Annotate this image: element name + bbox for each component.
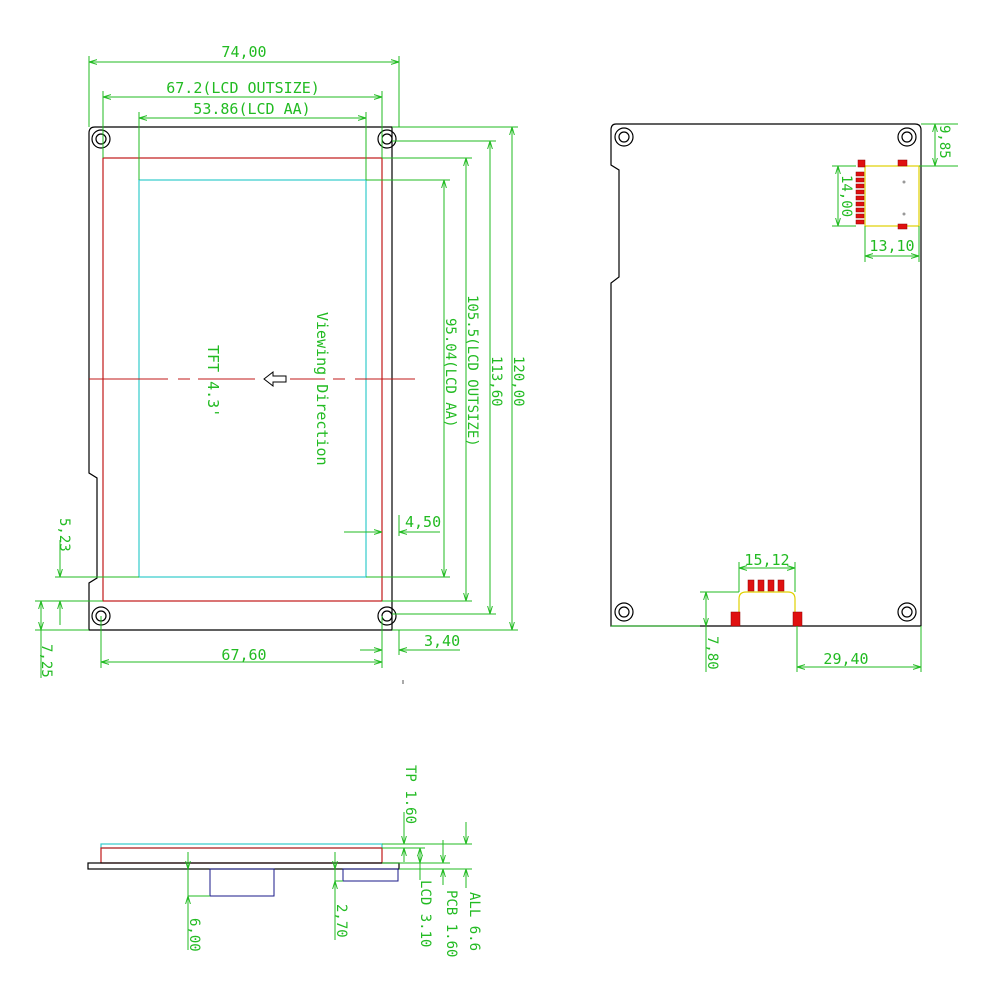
- dim-depth-b: 2,70: [333, 852, 349, 940]
- dim-side-offset: 4,50: [344, 513, 441, 536]
- svg-text:PCB 1.60: PCB 1.60: [443, 890, 459, 957]
- svg-text:7,25: 7,25: [38, 644, 54, 678]
- dim-pcb-height: 113,60: [392, 140, 504, 615]
- svg-text:TP 1.60: TP 1.60: [402, 765, 418, 824]
- svg-text:14,00: 14,00: [838, 175, 854, 217]
- svg-text:105.5(LCD OUTSIZE): 105.5(LCD OUTSIZE): [464, 295, 480, 447]
- dim-fpc-height: 7,80: [611, 591, 739, 672]
- back-mounting-holes: [614, 127, 917, 622]
- dim-lcd-outsize-height: 105.5(LCD OUTSIZE): [382, 157, 480, 602]
- dim-fpc-width: 15,12: [738, 551, 796, 592]
- lcd-layer: [100, 847, 383, 864]
- viewing-direction-label: Viewing Direction: [313, 312, 331, 466]
- side-connector: [855, 159, 920, 230]
- pcb-layer: [87, 862, 400, 870]
- front-mounting-holes: [91, 129, 397, 626]
- back-view: 9,85 14,00 13,10 15,12: [610, 123, 958, 672]
- svg-text:6,00: 6,00: [186, 918, 202, 952]
- viewing-direction-arrow-icon: [263, 370, 287, 388]
- fpc-connector: [730, 579, 803, 627]
- dim-depth-a: 6,00: [186, 852, 210, 952]
- dim-overall-height: 120,00: [392, 126, 526, 631]
- svg-text:5,23: 5,23: [56, 518, 72, 552]
- dim-hole-offset-horizontal: 3,40: [360, 630, 460, 655]
- dim-conn-height: 14,00: [832, 165, 856, 227]
- dim-hole-spacing: 67,60: [100, 616, 383, 668]
- svg-text:4,50: 4,50: [405, 513, 441, 531]
- dim-tp: TP 1.60: [382, 765, 425, 862]
- lcd-aa-width-text: 53.86(LCD AA): [193, 100, 310, 118]
- svg-text:113,60: 113,60: [488, 356, 504, 407]
- svg-text:95.04(LCD AA): 95.04(LCD AA): [442, 318, 458, 428]
- dim-all-thickness: ALL 6.6: [382, 822, 482, 951]
- svg-text:67.2(LCD OUTSIZE): 67.2(LCD OUTSIZE): [166, 79, 320, 97]
- dim-lcd-aa-width: 53.86(LCD AA): [138, 100, 367, 180]
- front-view: TFT 4.3' Viewing Direction 74,00 67.2(LC…: [35, 43, 526, 678]
- component-large: [209, 868, 275, 897]
- dim-fpc-offset: 29,40: [796, 626, 922, 672]
- svg-text:ALL 6.6: ALL 6.6: [466, 892, 482, 951]
- svg-text:2,70: 2,70: [333, 904, 349, 938]
- svg-text:15,12: 15,12: [744, 551, 789, 569]
- svg-text:13,10: 13,10: [869, 237, 914, 255]
- svg-text:LCD 3.10: LCD 3.10: [417, 880, 433, 947]
- svg-text:29,40: 29,40: [823, 650, 868, 668]
- component-small: [342, 868, 399, 882]
- svg-text:9,85: 9,85: [936, 125, 952, 159]
- svg-text:67,60: 67,60: [221, 646, 266, 664]
- side-view: 6,00 2,70 TP 1.60 LCD 3.10 PCB: [87, 765, 482, 957]
- svg-text:120,00: 120,00: [510, 356, 526, 407]
- dim-lcd-outsize-width: 67.2(LCD OUTSIZE): [102, 79, 383, 158]
- svg-text:74,00: 74,00: [221, 43, 266, 61]
- svg-text:7,80: 7,80: [704, 636, 720, 670]
- svg-text:3,40: 3,40: [424, 632, 460, 650]
- dim-lcd-aa-height: 95.04(LCD AA): [366, 179, 458, 578]
- dim-conn-width: 13,10: [864, 226, 920, 262]
- dim-conn-offset: 9,85: [919, 123, 958, 167]
- dim-overall-width: 74,00: [88, 43, 400, 127]
- back-pcb-outline: [610, 123, 922, 627]
- dim-hole-offset-vertical: 7,25: [35, 600, 101, 678]
- tft-model-label: TFT 4.3': [204, 345, 222, 417]
